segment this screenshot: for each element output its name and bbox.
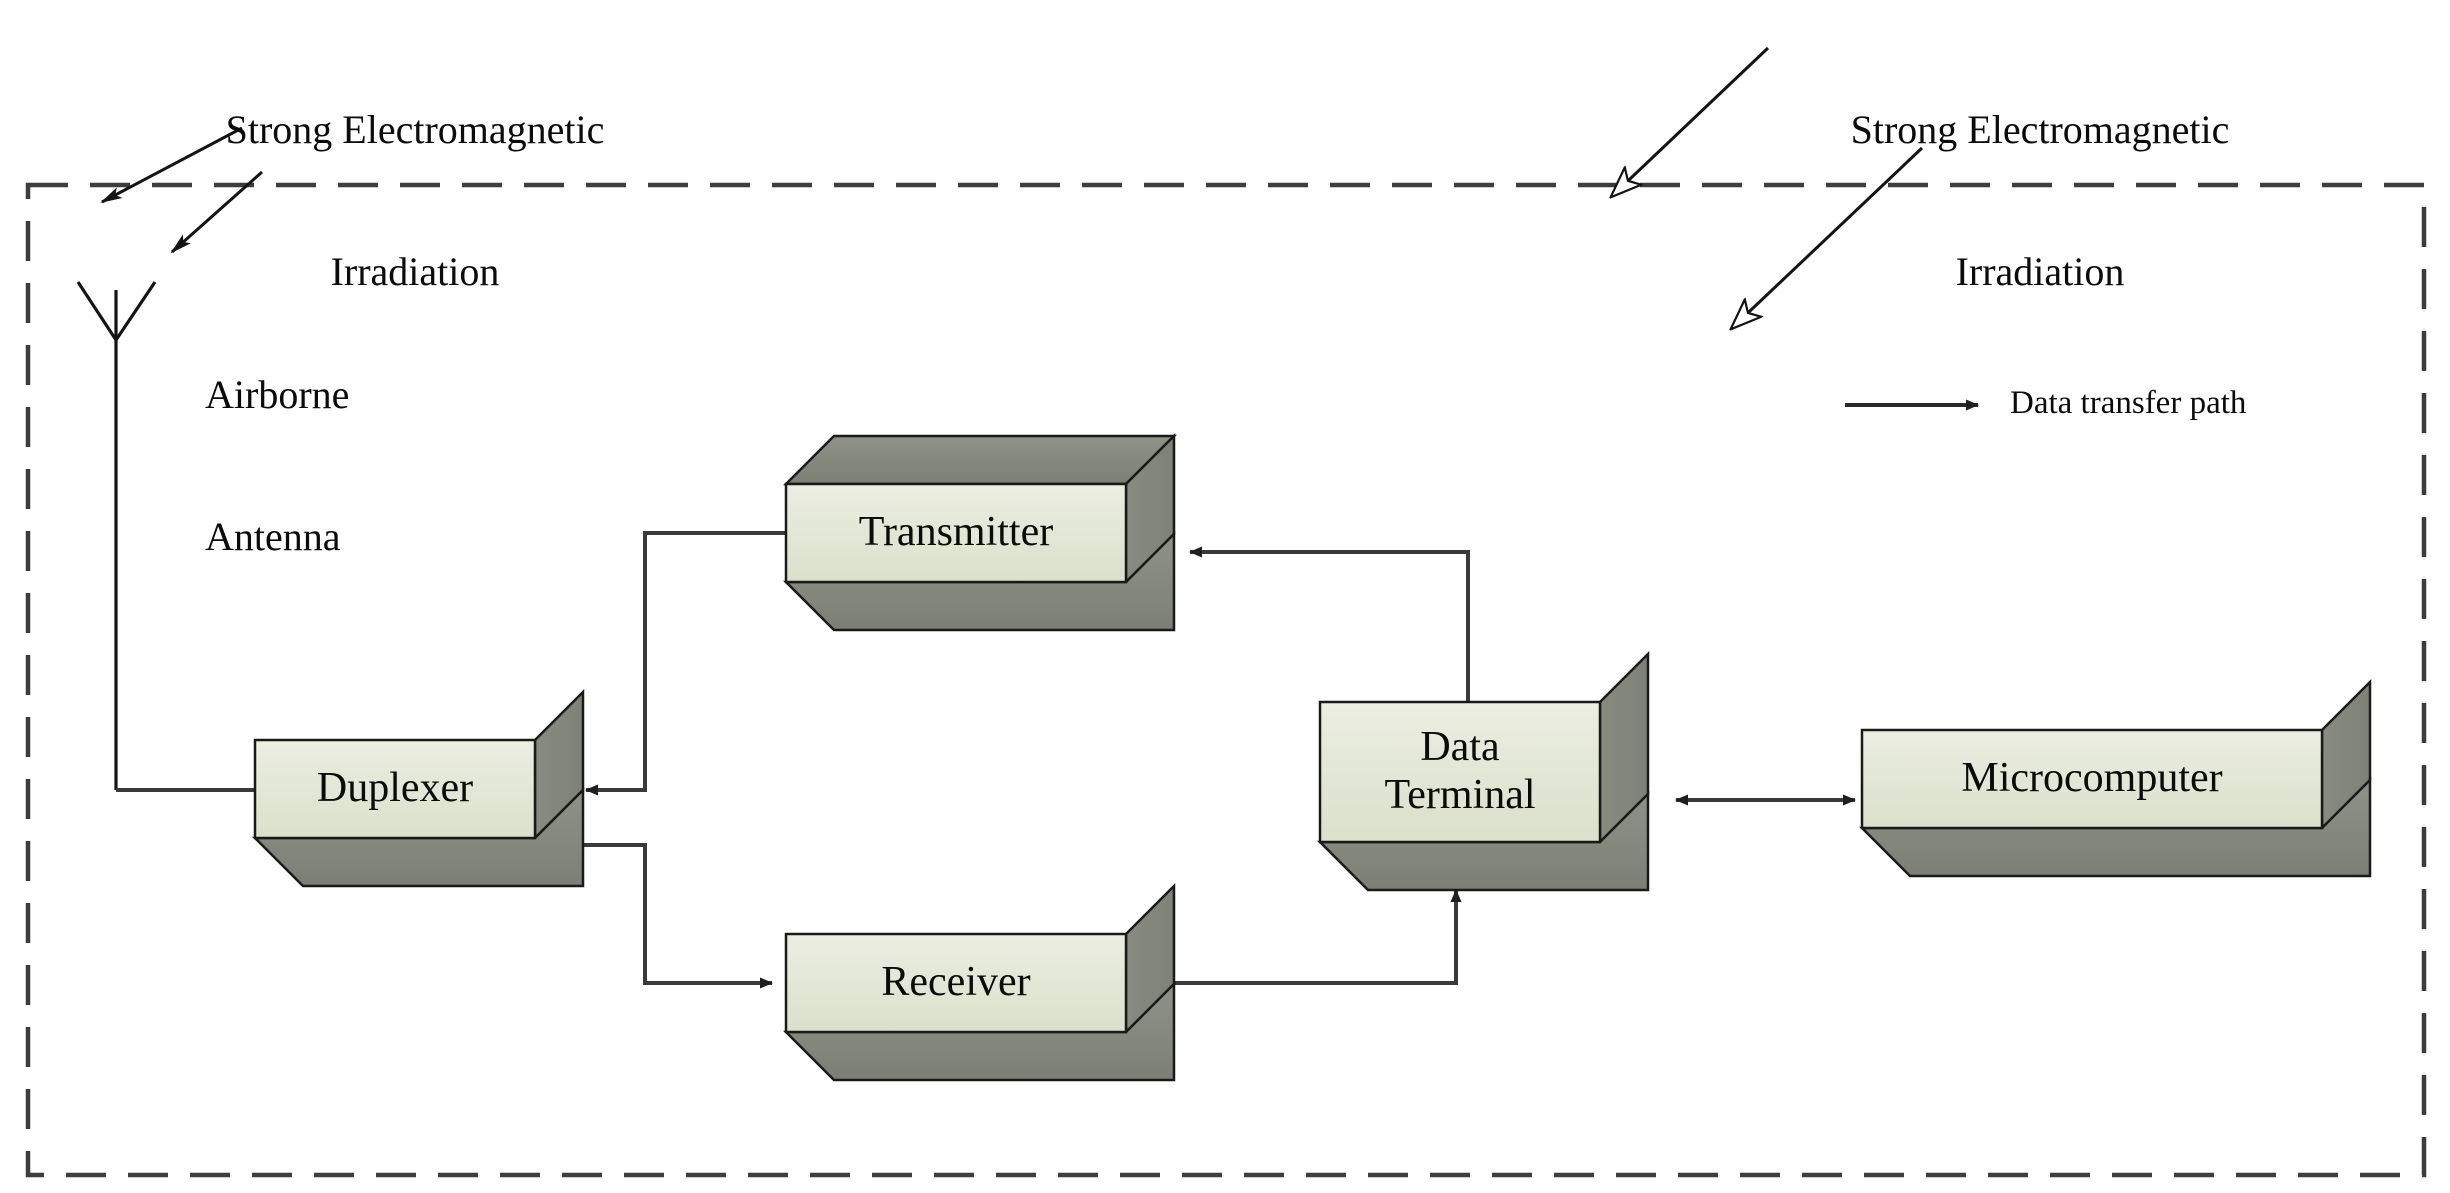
emi-arrow-right-2 bbox=[1732, 146, 1924, 328]
emi-label-right-line1: Strong Electromagnetic bbox=[1850, 107, 2230, 153]
connector-group bbox=[116, 531, 1856, 989]
block-duplexer-front-face bbox=[253, 738, 537, 840]
emi-arrow-left-group bbox=[100, 126, 263, 254]
block-microcomputer-front-face bbox=[1860, 728, 2324, 830]
dashed-boundary bbox=[25, 182, 2427, 1178]
block-transmitter-top-face bbox=[782, 434, 1178, 486]
block-duplexer[interactable] bbox=[251, 688, 585, 888]
emi-label-right-line2: Irradiation bbox=[1955, 248, 2125, 294]
airborne-antenna-icon bbox=[76, 281, 157, 790]
connector-dataterminal-to-transmitter bbox=[1189, 546, 1470, 702]
emi-label-left: Strong Electromagnetic Irradiation bbox=[115, 12, 715, 390]
connector-duplexer-to-receiver bbox=[583, 843, 773, 989]
block-transmitter[interactable] bbox=[782, 432, 1178, 632]
airborne-antenna-label: Airborne Antenna bbox=[205, 277, 625, 655]
connector-receiver-to-dataterminal bbox=[1174, 889, 1462, 985]
emi-arrow-right-group bbox=[1612, 46, 1924, 328]
emi-arrow-left-2 bbox=[170, 170, 263, 254]
emi-label-left-line2: Irradiation bbox=[330, 248, 500, 294]
block-transmitter-front-face bbox=[784, 482, 1128, 584]
emi-arrow-left-1 bbox=[100, 126, 243, 204]
emi-label-right: Strong Electromagnetic Irradiation bbox=[1740, 12, 2340, 390]
block-microcomputer[interactable] bbox=[1858, 678, 2372, 878]
connector-transmitter-to-duplexer bbox=[585, 531, 786, 796]
block-data-terminal[interactable] bbox=[1316, 650, 1650, 892]
block-receiver-front-face bbox=[784, 932, 1128, 1034]
airborne-antenna-label-line2: Antenna bbox=[205, 513, 341, 559]
emi-label-left-line1: Strong Electromagnetic bbox=[225, 107, 605, 153]
airborne-antenna-label-line1: Airborne bbox=[205, 372, 350, 418]
block-receiver[interactable] bbox=[782, 882, 1176, 1082]
block-data-terminal-front-face bbox=[1318, 700, 1602, 844]
legend-label: Data transfer path bbox=[2010, 385, 2247, 421]
emi-arrow-right-1 bbox=[1612, 46, 1770, 196]
